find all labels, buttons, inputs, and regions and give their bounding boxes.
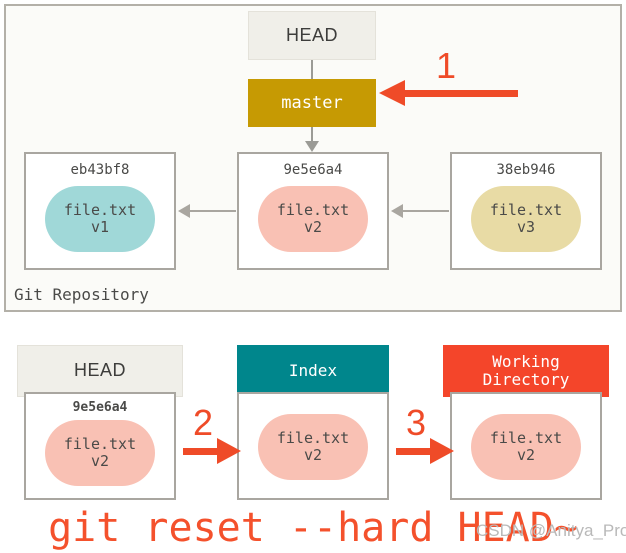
stage-blob: file.txt v2 [258,414,368,480]
blob-version: v1 [90,218,110,236]
blob-filename: file.txt [276,200,350,219]
step-2-number: 2 [193,402,214,443]
blob-filename: file.txt [63,434,137,453]
commit-blob: file.txt v3 [471,186,581,252]
stage-blob: file.txt v2 [45,420,155,486]
commit-sha: 9e5e6a4 [283,162,343,178]
master-branch-box: master [248,79,376,127]
commit-sha: 38eb946 [496,162,556,178]
step-1-arrow-line [403,90,518,97]
step-2-arrow-head [217,438,241,464]
commit-box-9e5e6a4: 9e5e6a4 file.txt v2 [237,152,389,270]
head-box: HEAD [248,11,376,60]
blob-filename: file.txt [489,428,563,447]
master-branch-label: master [281,93,343,113]
git-repository-label: Git Repository [14,285,149,304]
step-1-number: 1 [436,45,457,86]
commit-box-38eb946: 38eb946 file.txt v3 [450,152,602,270]
blob-filename: file.txt [489,200,563,219]
commit-blob: file.txt v1 [45,186,155,252]
watermark: CSDN @Anitya_Pro [476,521,626,540]
head-to-master-connector [311,60,313,79]
parent-arrow-line [190,210,236,212]
commit-blob: file.txt v2 [258,186,368,252]
head-box-label: HEAD [285,25,338,45]
blob-filename: file.txt [63,200,137,219]
stage-header-head: HEAD [17,345,183,397]
stage-box-working-directory: file.txt v2 [450,392,602,500]
stage-header-label: Index [288,361,338,381]
stage-box-head: 9e5e6a4 file.txt v2 [24,392,176,500]
step-3-arrow-head [430,438,454,464]
master-to-commit-connector [311,127,313,148]
blob-version: v3 [516,218,536,236]
blob-version: v2 [303,218,323,236]
step-2-arrow-line [183,448,221,455]
blob-version: v2 [90,452,110,470]
blob-version: v2 [516,446,536,464]
stage-blob: file.txt v2 [471,414,581,480]
blob-version: v2 [303,446,323,464]
step-3-arrow-line [396,448,434,455]
master-to-commit-arrowhead [305,141,319,152]
stage-box-index: file.txt v2 [237,392,389,500]
stage-sha: 9e5e6a4 [72,400,128,415]
commit-sha: eb43bf8 [70,162,130,178]
blob-filename: file.txt [276,428,350,447]
parent-arrow-head [178,204,190,218]
parent-arrow-line [403,210,449,212]
parent-arrow-head [391,204,403,218]
step-1-arrow-head [379,80,405,106]
stage-header-label: HEAD [73,360,126,381]
command-caption: git reset --hard HEAD~ [48,505,578,551]
step-3-number: 3 [406,402,427,443]
commit-box-eb43bf8: eb43bf8 file.txt v1 [24,152,176,270]
stage-header-index: Index [237,345,389,397]
